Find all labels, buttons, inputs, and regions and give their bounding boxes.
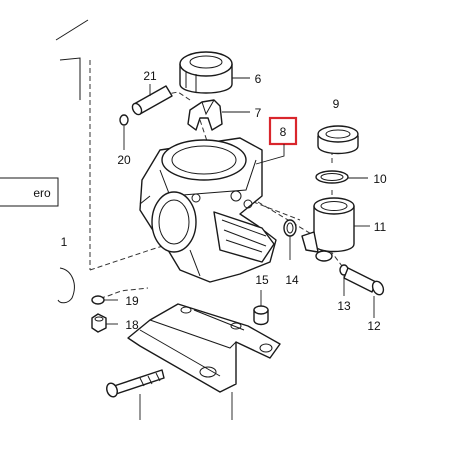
part-12-bolt	[343, 267, 385, 318]
mounting-bracket	[127, 303, 281, 393]
callout-labels: 21 6 7 8 9 10 11 12 13 14 15 20 19 18	[117, 69, 387, 333]
callout-9: 9	[333, 97, 340, 111]
callout-10: 10	[373, 172, 387, 186]
callout-18: 18	[125, 318, 139, 332]
part-7-bracket	[187, 99, 250, 131]
part-15-grommet	[253, 290, 269, 326]
part-9-cap	[317, 125, 359, 155]
partial-panel-label: ero	[33, 186, 51, 200]
callout-19: 19	[125, 294, 139, 308]
callout-21: 21	[143, 69, 157, 83]
callout-14: 14	[285, 273, 299, 287]
callout-20: 20	[117, 153, 131, 167]
partial-left-panel: ero 1	[0, 19, 91, 304]
part-20-ring	[119, 114, 129, 150]
partial-panel-number: 1	[61, 235, 68, 249]
part-6-cap	[179, 51, 250, 94]
callout-8-highlight	[255, 116, 298, 165]
part-10-o-ring	[315, 170, 368, 184]
callout-13: 13	[337, 299, 351, 313]
part-8-throttle-body	[139, 137, 277, 283]
callout-15: 15	[255, 273, 269, 287]
bottom-bolt	[106, 369, 233, 420]
callout-7: 7	[255, 106, 262, 120]
callout-6: 6	[255, 72, 262, 86]
part-18-nut	[91, 313, 118, 333]
part-14-seal	[283, 219, 297, 260]
callout-8: 8	[280, 125, 287, 139]
part-21-pin	[131, 84, 173, 116]
part-19-washer	[91, 295, 118, 305]
callout-12: 12	[367, 319, 381, 333]
part-11-reservoir	[301, 197, 370, 262]
callout-11: 11	[374, 220, 387, 234]
